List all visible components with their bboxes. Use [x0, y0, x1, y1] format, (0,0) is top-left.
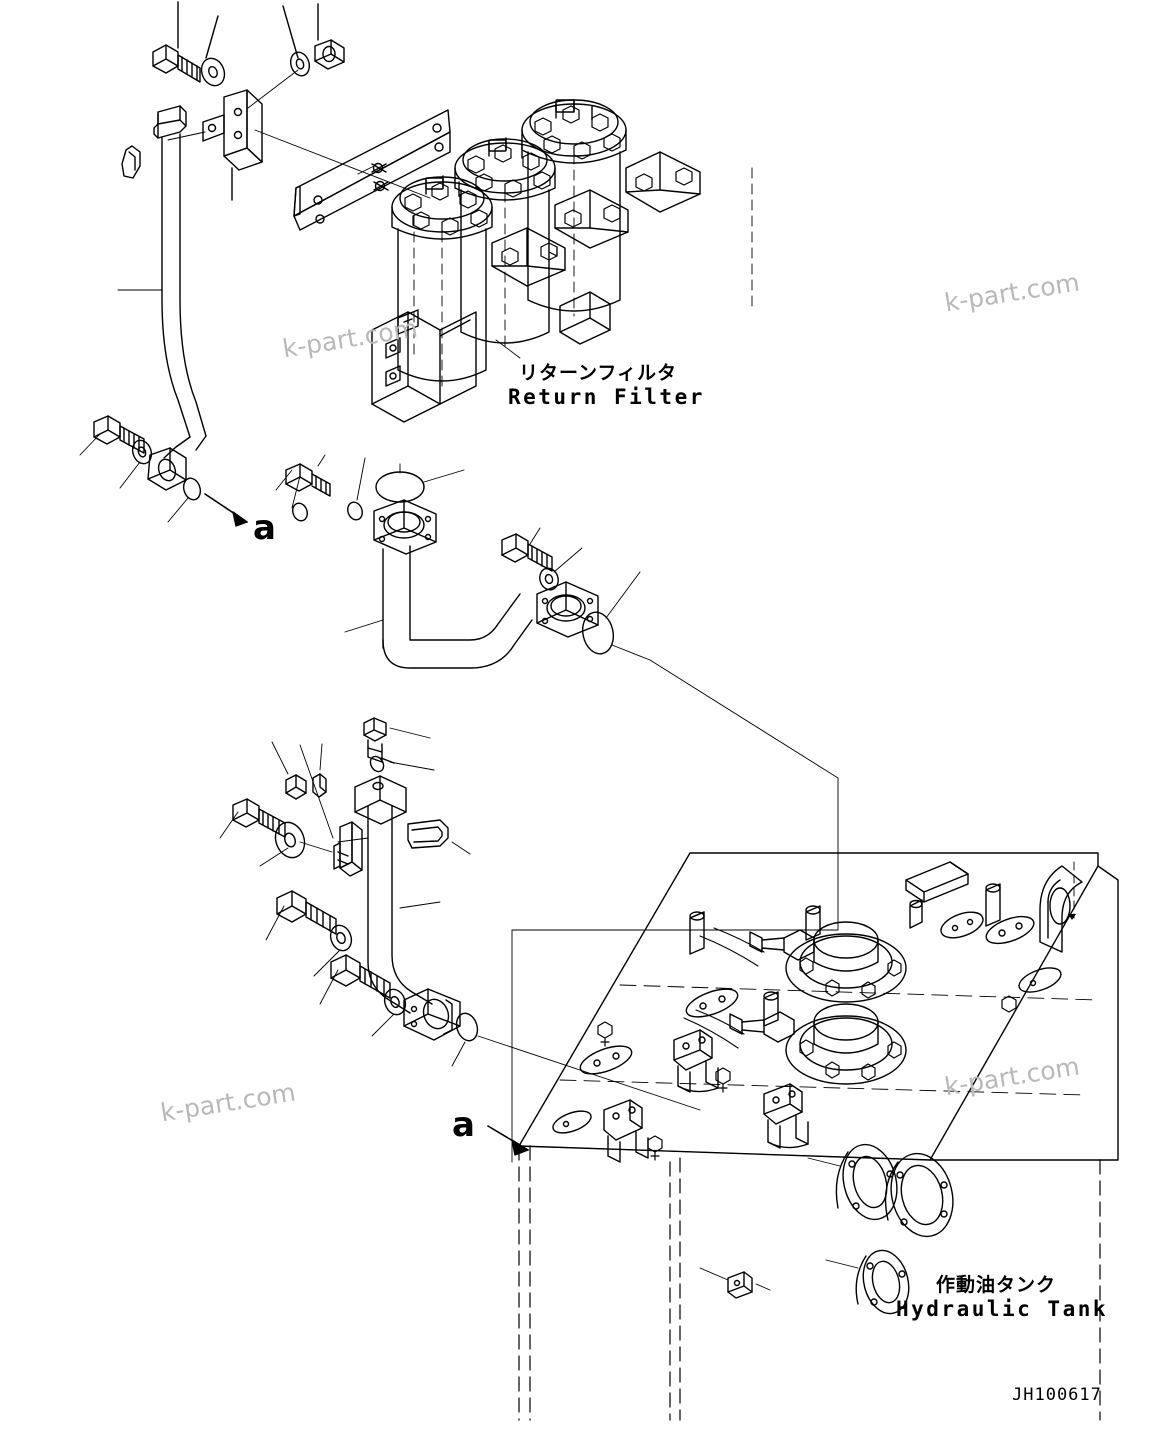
oring-upper — [182, 477, 202, 501]
filter-canister-front — [391, 175, 566, 382]
bolt-lower-1 — [232, 798, 286, 838]
mounting-bracket-upper — [202, 89, 263, 201]
filter-mounting-plate — [293, 109, 451, 231]
oring-lower-small — [369, 755, 395, 773]
oring-middle-bottom — [581, 611, 615, 655]
hydraulic-tank — [518, 852, 1119, 1421]
label-return-filter: リターンフィルタ Return Filter — [508, 358, 705, 409]
label-hydraulic-tank: 作動油タンク Hydraulic Tank — [896, 1270, 1109, 1321]
bolt-tube-end — [93, 415, 145, 454]
label-return-filter-jp: リターンフィルタ — [518, 362, 678, 384]
tank-brackets — [552, 861, 1062, 1163]
bolt-upper-left — [152, 44, 201, 83]
washer-small-upper — [289, 51, 311, 77]
washer-upper-left — [200, 57, 226, 87]
callout-a-upper: a — [253, 508, 276, 548]
tank-pads — [552, 911, 1062, 1134]
tank-front-clamp — [727, 1271, 753, 1299]
plug-lower — [363, 717, 387, 763]
spacer-lower — [312, 773, 327, 798]
washer-lower-1 — [274, 821, 306, 859]
filter-manifold-block — [371, 291, 611, 423]
lower-pipe-assembly — [219, 717, 479, 1067]
flange-cover-middle — [807, 1143, 898, 1221]
flange-cover-upper — [884, 1152, 954, 1238]
bolt-lower-2 — [276, 890, 337, 935]
clamp-upper-left — [121, 145, 141, 179]
clamp-lower — [407, 819, 449, 849]
return-tube-upper — [117, 105, 207, 459]
bolt-middle-flange — [501, 533, 553, 572]
label-hydraulic-tank-jp: 作動油タンク — [935, 1274, 1056, 1296]
nut-lower — [285, 774, 307, 800]
bracket-lower — [333, 821, 363, 877]
tank-port-lower — [683, 991, 907, 1085]
elbow-fitting-group — [275, 454, 366, 522]
callout-a-lower: a — [452, 1105, 475, 1145]
drawing-part-number: JH100617 — [1012, 1385, 1102, 1405]
oring-middle-top — [375, 471, 425, 503]
label-return-filter-en: Return Filter — [508, 385, 705, 409]
washer-tube-end — [131, 439, 153, 465]
fitting-lower-end — [403, 988, 461, 1041]
flange-cover-lower — [825, 1249, 910, 1315]
callout-a-lower-arrow — [487, 1125, 529, 1156]
washer-lower-2 — [329, 924, 353, 952]
flange-middle-top — [373, 499, 437, 555]
washer-lower-3 — [383, 988, 407, 1016]
oring-lower-end — [455, 1012, 479, 1042]
middle-pipe-assembly — [344, 463, 651, 669]
filter-canister-middle — [454, 137, 629, 344]
bolt-lower-3 — [330, 954, 391, 999]
nut-upper-left — [314, 39, 345, 70]
label-hydraulic-tank-en: Hydraulic Tank — [896, 1297, 1109, 1321]
tank-side-bracket — [1039, 865, 1083, 953]
return-filter-assembly — [371, 99, 753, 423]
hex-head-lower — [354, 775, 407, 827]
tank-port-upper — [689, 905, 907, 1003]
washer-middle-flange — [539, 567, 559, 591]
tube-end-fitting-upper — [79, 415, 248, 527]
flange-middle-bottom — [536, 581, 599, 638]
